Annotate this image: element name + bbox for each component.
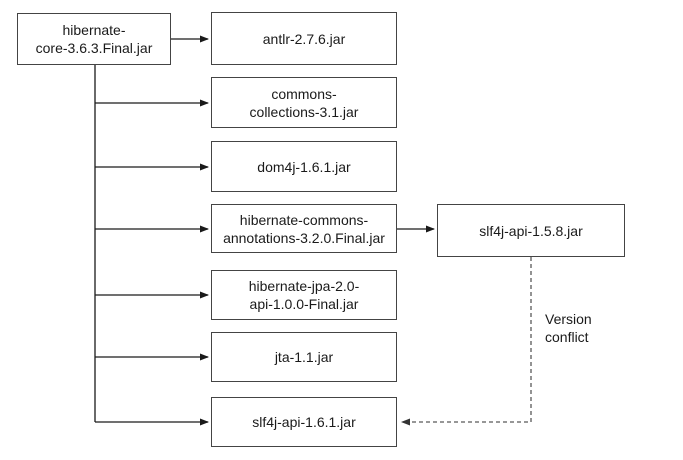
node-hibernate-core: hibernate- core-3.6.3.Final.jar: [17, 13, 171, 65]
node-label-line: annotations-3.2.0.Final.jar: [223, 229, 385, 246]
node-jta: jta-1.1.jar: [211, 332, 397, 382]
node-label-line: dom4j-1.6.1.jar: [257, 158, 351, 175]
node-label-line: slf4j-api-1.6.1.jar: [252, 414, 356, 430]
node-hibernate-jpa: hibernate-jpa-2.0- api-1.0.0-Final.jar: [211, 270, 397, 320]
node-slf4j-api-161: slf4j-api-1.6.1.jar: [211, 397, 397, 447]
node-commons-collections: commons- collections-3.1.jar: [211, 77, 397, 128]
node-antlr: antlr-2.7.6.jar: [211, 12, 397, 65]
node-dom4j: dom4j-1.6.1.jar: [211, 141, 397, 192]
version-conflict-label: Version conflict: [545, 310, 592, 346]
version-conflict-line: Version: [545, 311, 592, 327]
node-label-line: antlr-2.7.6.jar: [262, 30, 346, 47]
edge-version-conflict-dashed: [401, 257, 532, 426]
node-label-line: collections-3.1.jar: [249, 103, 359, 120]
node-label-line: jta-1.1.jar: [274, 349, 334, 365]
node-label-line: slf4j-api-1.5.8.jar: [479, 222, 583, 239]
node-hibernate-commons-annotations: hibernate-commons- annotations-3.2.0.Fin…: [211, 204, 397, 253]
node-slf4j-api-158: slf4j-api-1.5.8.jar: [437, 204, 625, 257]
node-label-line: api-1.0.0-Final.jar: [249, 296, 359, 312]
version-conflict-line: conflict: [545, 329, 589, 345]
node-label-line: hibernate-commons-: [239, 211, 369, 228]
node-label-line: core-3.6.3.Final.jar: [35, 40, 153, 56]
node-label-line: hibernate-jpa-2.0-: [248, 278, 360, 294]
node-label-line: commons-: [271, 85, 337, 102]
node-label-line: hibernate-: [62, 22, 126, 38]
